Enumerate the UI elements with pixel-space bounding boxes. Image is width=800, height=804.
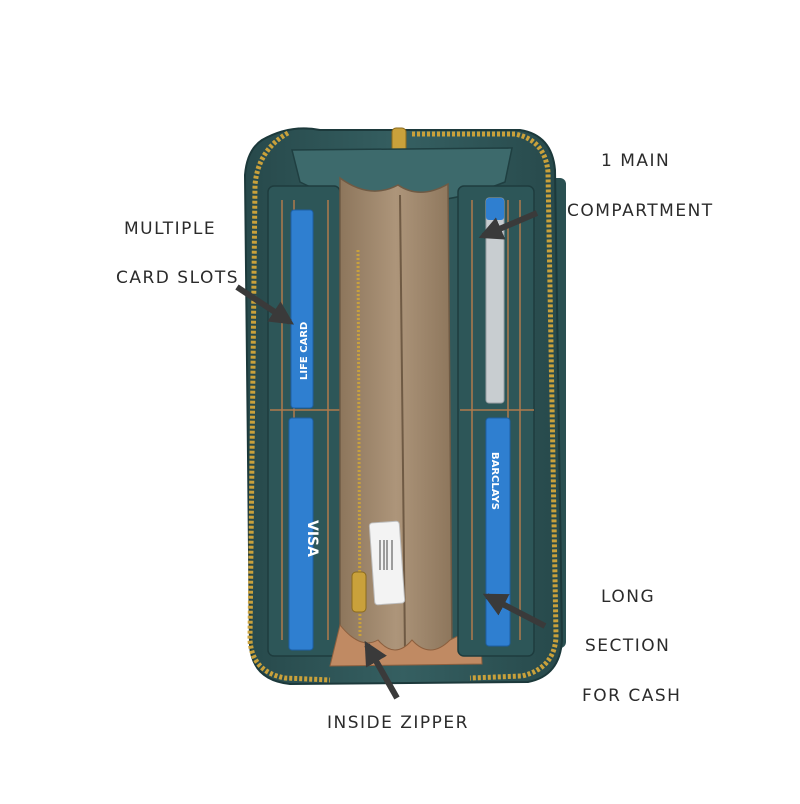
label-section: SECTION: [585, 636, 671, 656]
zipper-right: [412, 131, 559, 681]
compartment-divider: [399, 194, 406, 653]
label-card-slots: CARD SLOTS: [116, 268, 240, 288]
card-left-bottom-label: VISA: [304, 520, 320, 557]
label-long: LONG: [601, 587, 656, 607]
arrow-card-slots: [235, 284, 295, 325]
label-compartment: COMPARTMENT: [567, 201, 714, 221]
arrow-long-section: [482, 593, 547, 629]
label-inside-zipper: INSIDE ZIPPER: [327, 713, 469, 733]
tag-barcode: [379, 540, 393, 570]
card-right-bottom: [485, 417, 511, 647]
label-multiple: MULTIPLE: [124, 219, 217, 239]
card-left-top-label: LIFE CARD: [299, 322, 310, 380]
zipper-left: [247, 130, 331, 683]
label-for-cash: FOR CASH: [582, 686, 682, 706]
inside-zipper-pull: [351, 571, 367, 613]
arrow-inside-zipper: [364, 640, 400, 700]
label-1-main: 1 MAIN: [601, 151, 671, 171]
card-right-top-stripe: [486, 198, 504, 220]
arrow-main-compartment: [478, 210, 539, 240]
card-left-bottom: [288, 417, 314, 651]
card-right-bottom-label: BARCLAYS: [489, 452, 500, 510]
